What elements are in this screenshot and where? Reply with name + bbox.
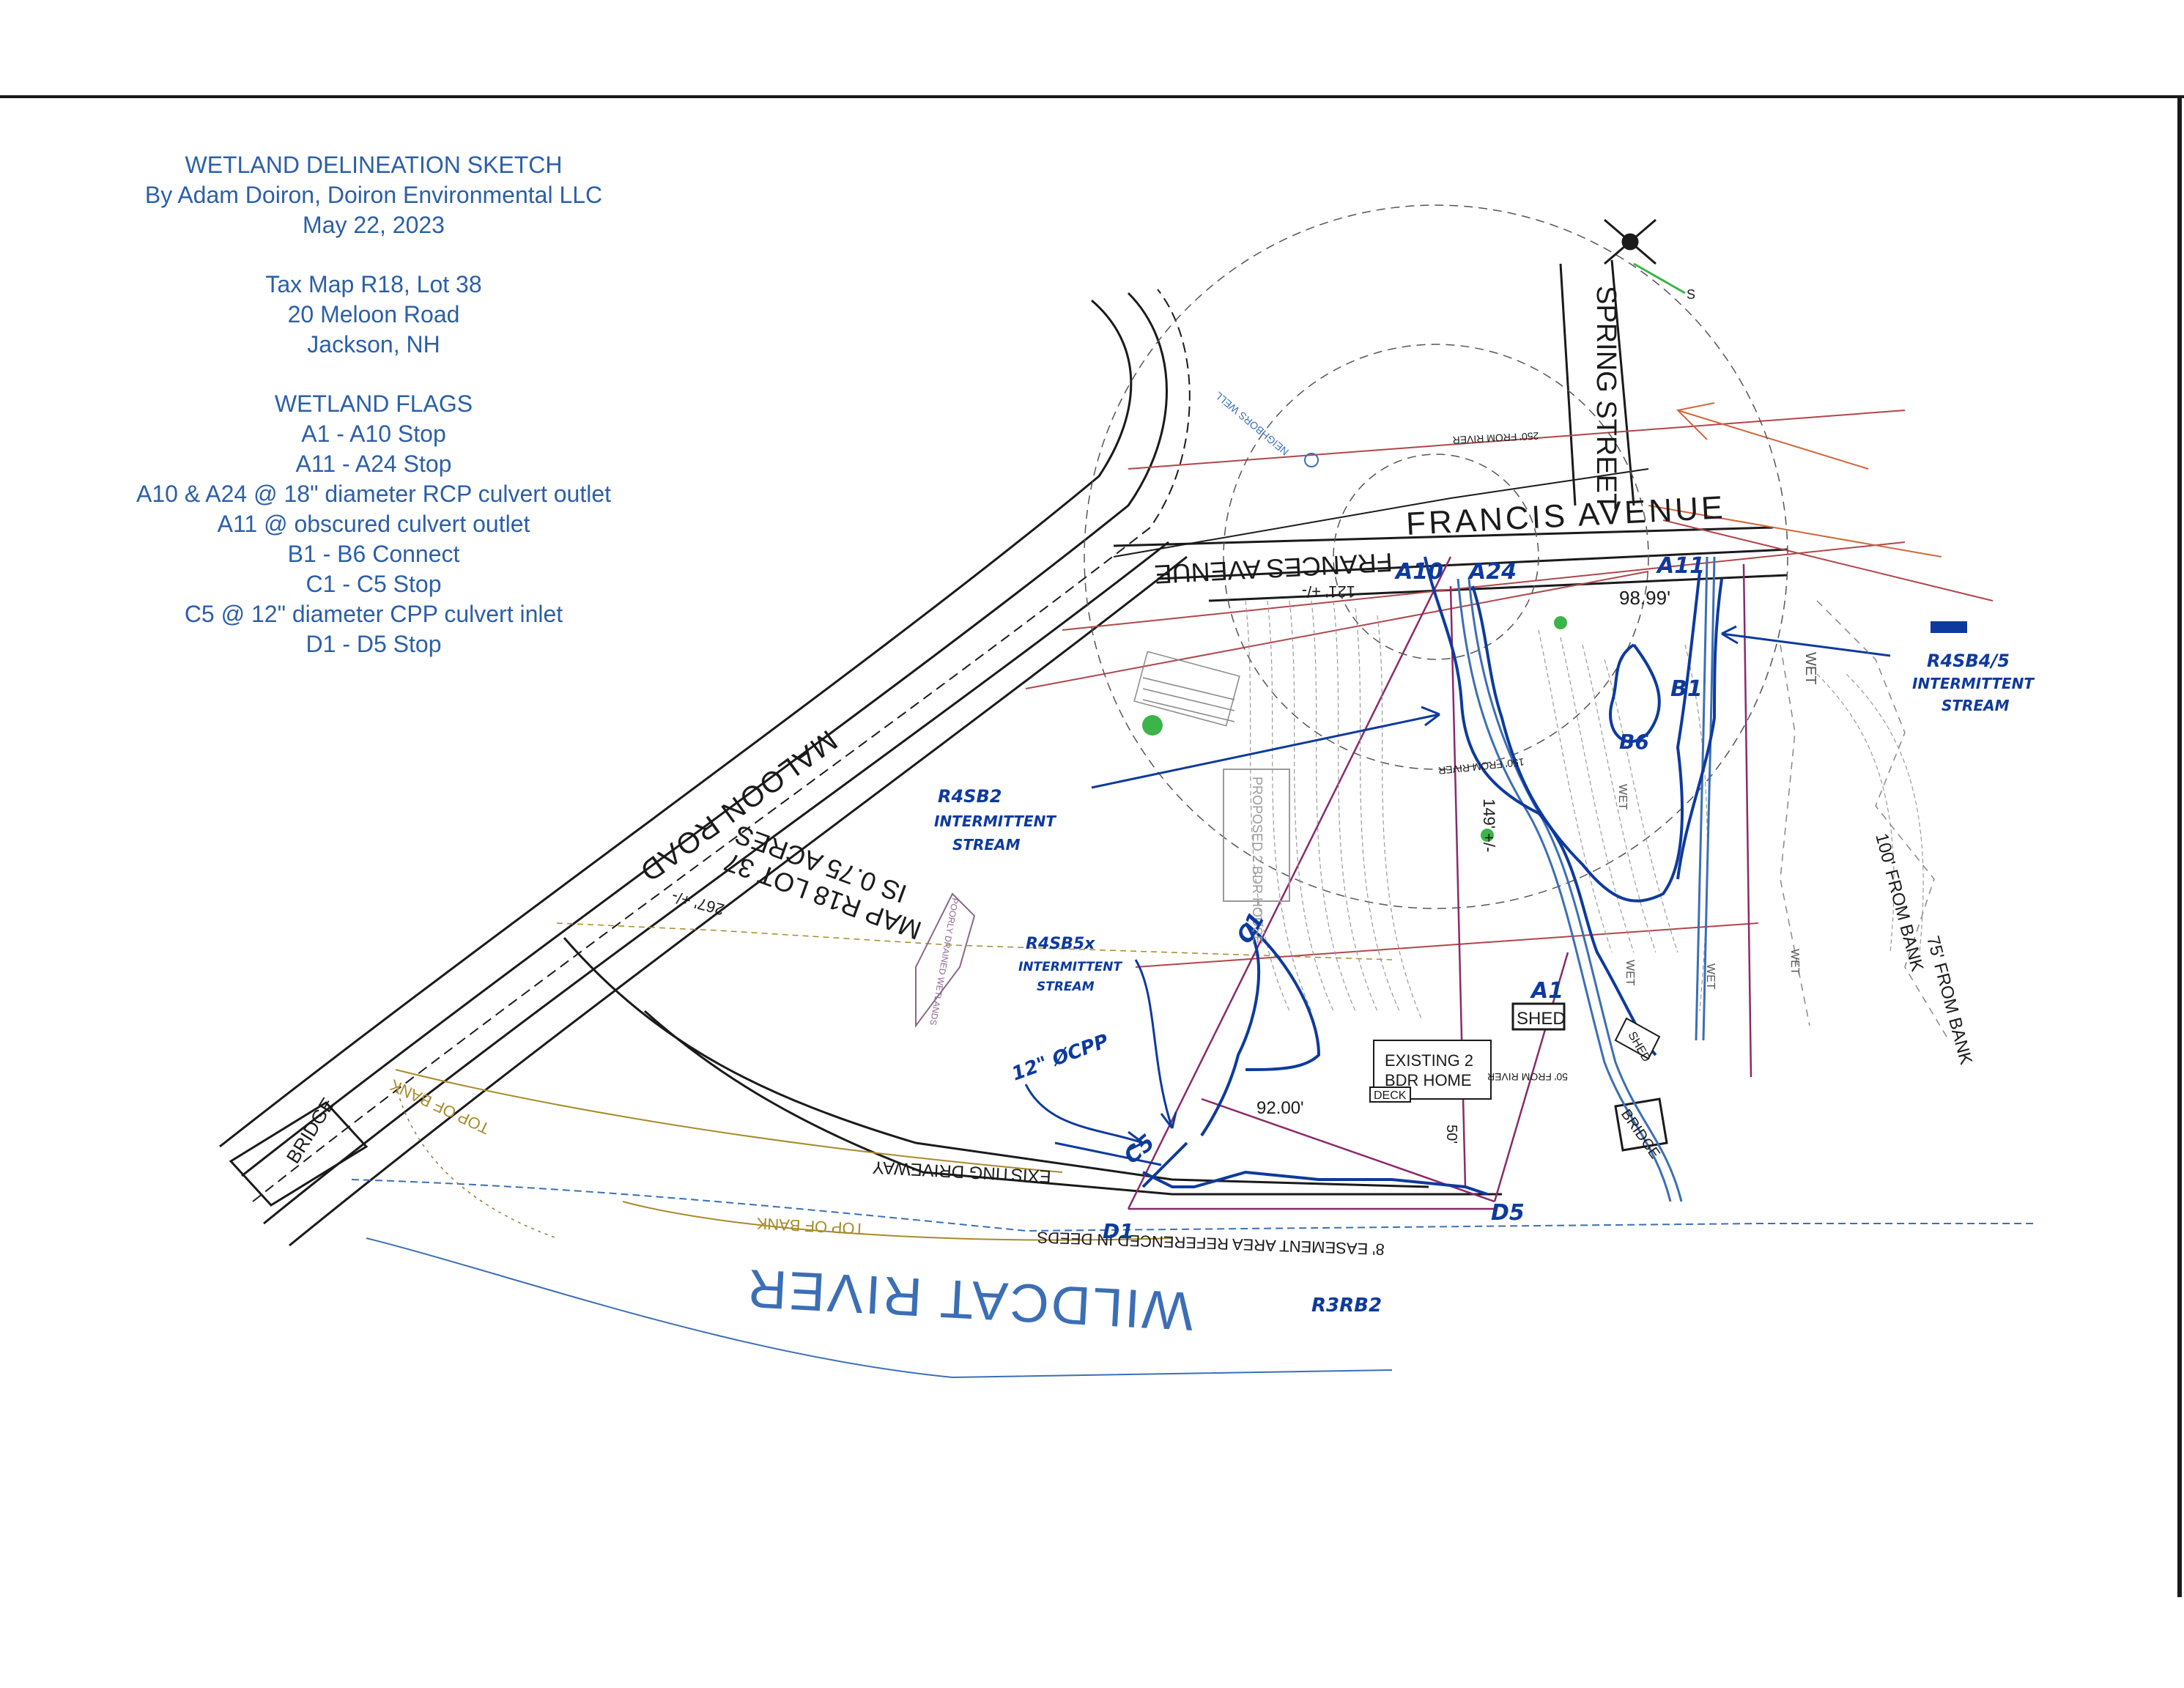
annotation-arrows: [1024, 625, 1891, 1166]
r4sb5x-label: INTERMITTENT: [1018, 960, 1123, 974]
legend-block: WETLAND DELINEATION SKETCH By Adam Doiro…: [95, 150, 652, 659]
setback-lines: [1025, 410, 1994, 968]
legend-title: WETLAND DELINEATION SKETCH: [185, 152, 563, 178]
driveway-lines: [563, 937, 1502, 1196]
legend-flag-item: A11 @ obscured culvert outlet: [217, 511, 530, 537]
flag-a1-label: A1: [1530, 978, 1563, 1004]
stream-channels: [1456, 556, 1716, 1202]
compass: [1604, 218, 1686, 295]
property-lines: [1127, 556, 1752, 1210]
flag-b1-label: B1: [1670, 676, 1703, 702]
compass-s-label: S: [1687, 287, 1695, 302]
easement-label: 8' EASEMENT AREA REFERENCED IN DEEDS: [1037, 1228, 1385, 1259]
flag-a11-label: A11: [1656, 553, 1705, 579]
r4sb45-label: R4SB4/5: [1927, 651, 2010, 671]
deck-label: DECK: [1374, 1089, 1407, 1102]
r4sb5x-label: R4SB5x: [1026, 935, 1095, 953]
legend-flag-item: B1 - B6 Connect: [287, 541, 460, 567]
top-of-bank-label: TOP OF BANK: [756, 1214, 865, 1238]
contour-lines: [1245, 600, 1924, 1019]
flag-b6-label: B6: [1619, 730, 1649, 754]
neighbors-well-label: NEIGHBORS WELL: [1213, 390, 1291, 458]
frances-avenue-label: FRANCES AVENUE: [1154, 547, 1393, 590]
blue-marker-swatch: [1931, 621, 1967, 633]
wetland-flag-lines: [1141, 556, 1723, 1196]
river-bank-lines: [351, 922, 2037, 1379]
setback-label: 100' FROM BANK: [1871, 832, 1927, 974]
sheet-top-border: [0, 95, 2184, 98]
existing-home: [1369, 1040, 1492, 1103]
green-markers: [1142, 616, 1567, 842]
r4sb45-label: STREAM: [1941, 697, 2010, 714]
wet-label: WET: [1616, 784, 1629, 810]
proposed-house-label: PROPOSED 2 BDR HOUSE: [1250, 777, 1265, 944]
proposed-house: [1223, 769, 1290, 902]
r4sb5x-label: STREAM: [1037, 980, 1095, 994]
right-wet-boundary: [1780, 600, 1950, 1041]
distance-circles: [1084, 204, 1788, 909]
poorly-drained-wetland-shape: [915, 892, 976, 1028]
setback-label: 250' FROM RIVER: [1452, 430, 1539, 446]
shed-2: [1614, 1017, 1661, 1060]
neighbors-well-marker: [1304, 453, 1319, 467]
sheet-right-edge: [2177, 95, 2182, 1597]
setback-label: 150' FROM RIVER: [1438, 756, 1525, 777]
flag-a10-label: A10: [1394, 559, 1443, 585]
flag-d5-label: D5: [1491, 1200, 1525, 1226]
dimension-label: 92.00': [1256, 1098, 1304, 1118]
wet-label: WET: [1704, 963, 1717, 990]
bridge-right-box: [1614, 1097, 1668, 1152]
bridge-left-box: [229, 1101, 369, 1207]
setback-label: 50' FROM RIVER: [1487, 1071, 1568, 1083]
wet-label: WET: [1788, 949, 1801, 975]
legend-flag-item: C1 - C5 Stop: [306, 571, 442, 597]
flag-d1-label: D1: [1103, 1219, 1134, 1243]
legend-date: May 22, 2023: [303, 212, 445, 238]
orange-arrow: [1648, 402, 1942, 558]
legend-address: 20 Meloon Road: [287, 301, 460, 327]
r4sb2-label: STREAM: [952, 836, 1021, 854]
legend-tax-map: Tax Map R18, Lot 38: [265, 271, 482, 297]
shed-1: [1511, 1002, 1566, 1031]
r4sb2-label: INTERMITTENT: [934, 812, 1056, 830]
r3rb2-label: R3RB2: [1311, 1295, 1382, 1317]
r4sb45-label: INTERMITTENT: [1912, 675, 2035, 692]
cpp-label: 12" ØCPP: [1009, 1030, 1111, 1085]
setback-label: 75' FROM BANK: [1922, 934, 1976, 1067]
legend-author: By Adam Doiron, Doiron Environmental LLC: [144, 182, 603, 208]
shed-label: SHED: [1517, 1009, 1566, 1029]
legend-flag-item: A11 - A24 Stop: [295, 451, 452, 477]
spring-street-road: [1559, 259, 1635, 506]
legend-flag-item: A1 - A10 Stop: [301, 421, 446, 447]
dimension-label: 121' +/-: [1302, 582, 1355, 601]
legend-flag-item: D1 - D5 Stop: [306, 631, 442, 657]
existing-driveway-label: EXISTING DRIVEWAY: [872, 1157, 1051, 1186]
dimension-label: 149' +/-: [1480, 799, 1498, 852]
existing-home-label: EXISTING 2: [1385, 1051, 1473, 1070]
wet-label: WET: [1802, 652, 1818, 684]
existing-home-label: BDR HOME: [1385, 1071, 1472, 1089]
r4sb2-label: R4SB2: [938, 786, 1002, 807]
spring-street-label: SPRING STREET: [1591, 286, 1621, 510]
legend-flag-item: C5 @ 12" diameter CPP culvert inlet: [184, 601, 563, 627]
flag-a24-label: A24: [1467, 559, 1517, 585]
wildcat-river-label: WILDCAT RIVER: [744, 1258, 1194, 1342]
poorly-drained-label: POORLY DRAINED WETLANDS: [928, 897, 960, 1026]
meloon-road: [219, 289, 1191, 1247]
dimension-label: 98.99': [1619, 587, 1670, 609]
legend-flag-item: A10 & A24 @ 18" diameter RCP culvert out…: [136, 481, 612, 507]
septic-field: [1133, 651, 1240, 727]
legend-flags-title: WETLAND FLAGS: [274, 390, 473, 417]
legend-town: Jackson, NH: [307, 331, 440, 358]
dimension-label: 50': [1443, 1125, 1459, 1144]
wet-label: WET: [1624, 960, 1636, 986]
